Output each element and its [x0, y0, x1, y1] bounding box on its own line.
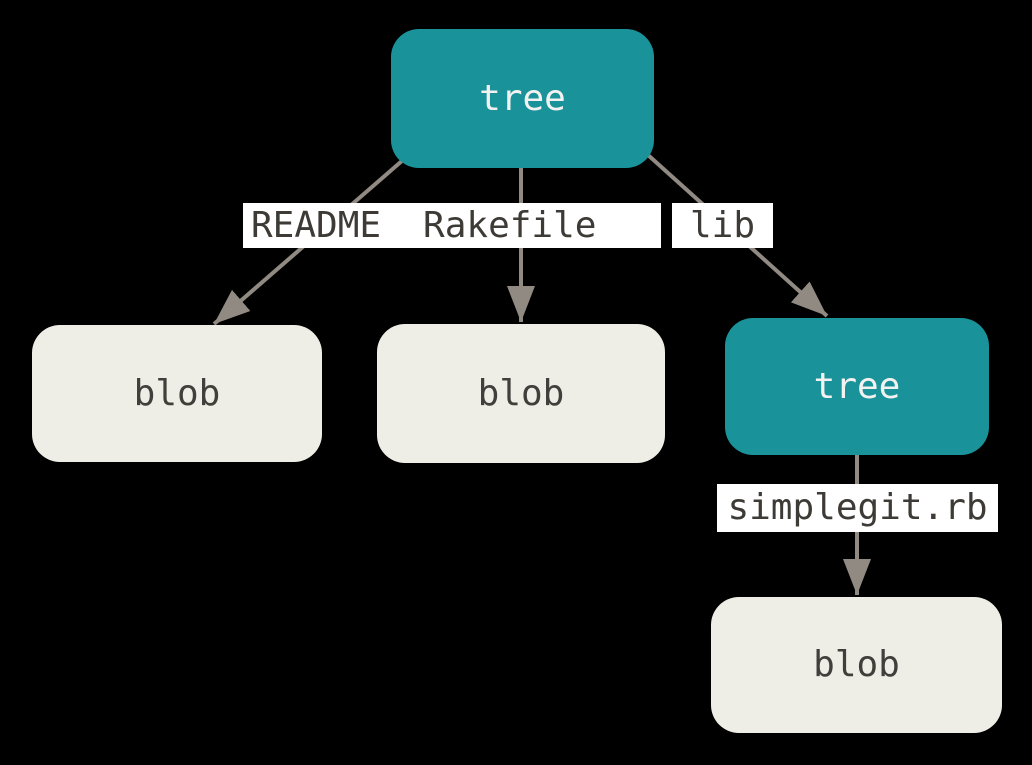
edge-label-simplegit: simplegit.rb	[717, 484, 998, 532]
edge-label-lib: lib	[672, 203, 773, 248]
edge-label-readme: README	[251, 204, 382, 246]
node-blob-readme: blob	[32, 325, 322, 462]
edge-label-bar: README Rakefile	[243, 203, 661, 248]
node-tree-lib: tree	[725, 318, 989, 455]
node-label: tree	[813, 365, 901, 407]
node-label: tree	[479, 77, 566, 119]
node-blob-rakefile: blob	[377, 324, 665, 463]
node-blob-simplegit: blob	[711, 597, 1002, 733]
edge-label-rakefile: Rakefile	[423, 204, 597, 246]
node-label: blob	[813, 644, 900, 685]
node-tree-root: tree	[391, 29, 654, 168]
node-label: blob	[477, 372, 565, 414]
node-label: blob	[133, 372, 221, 414]
